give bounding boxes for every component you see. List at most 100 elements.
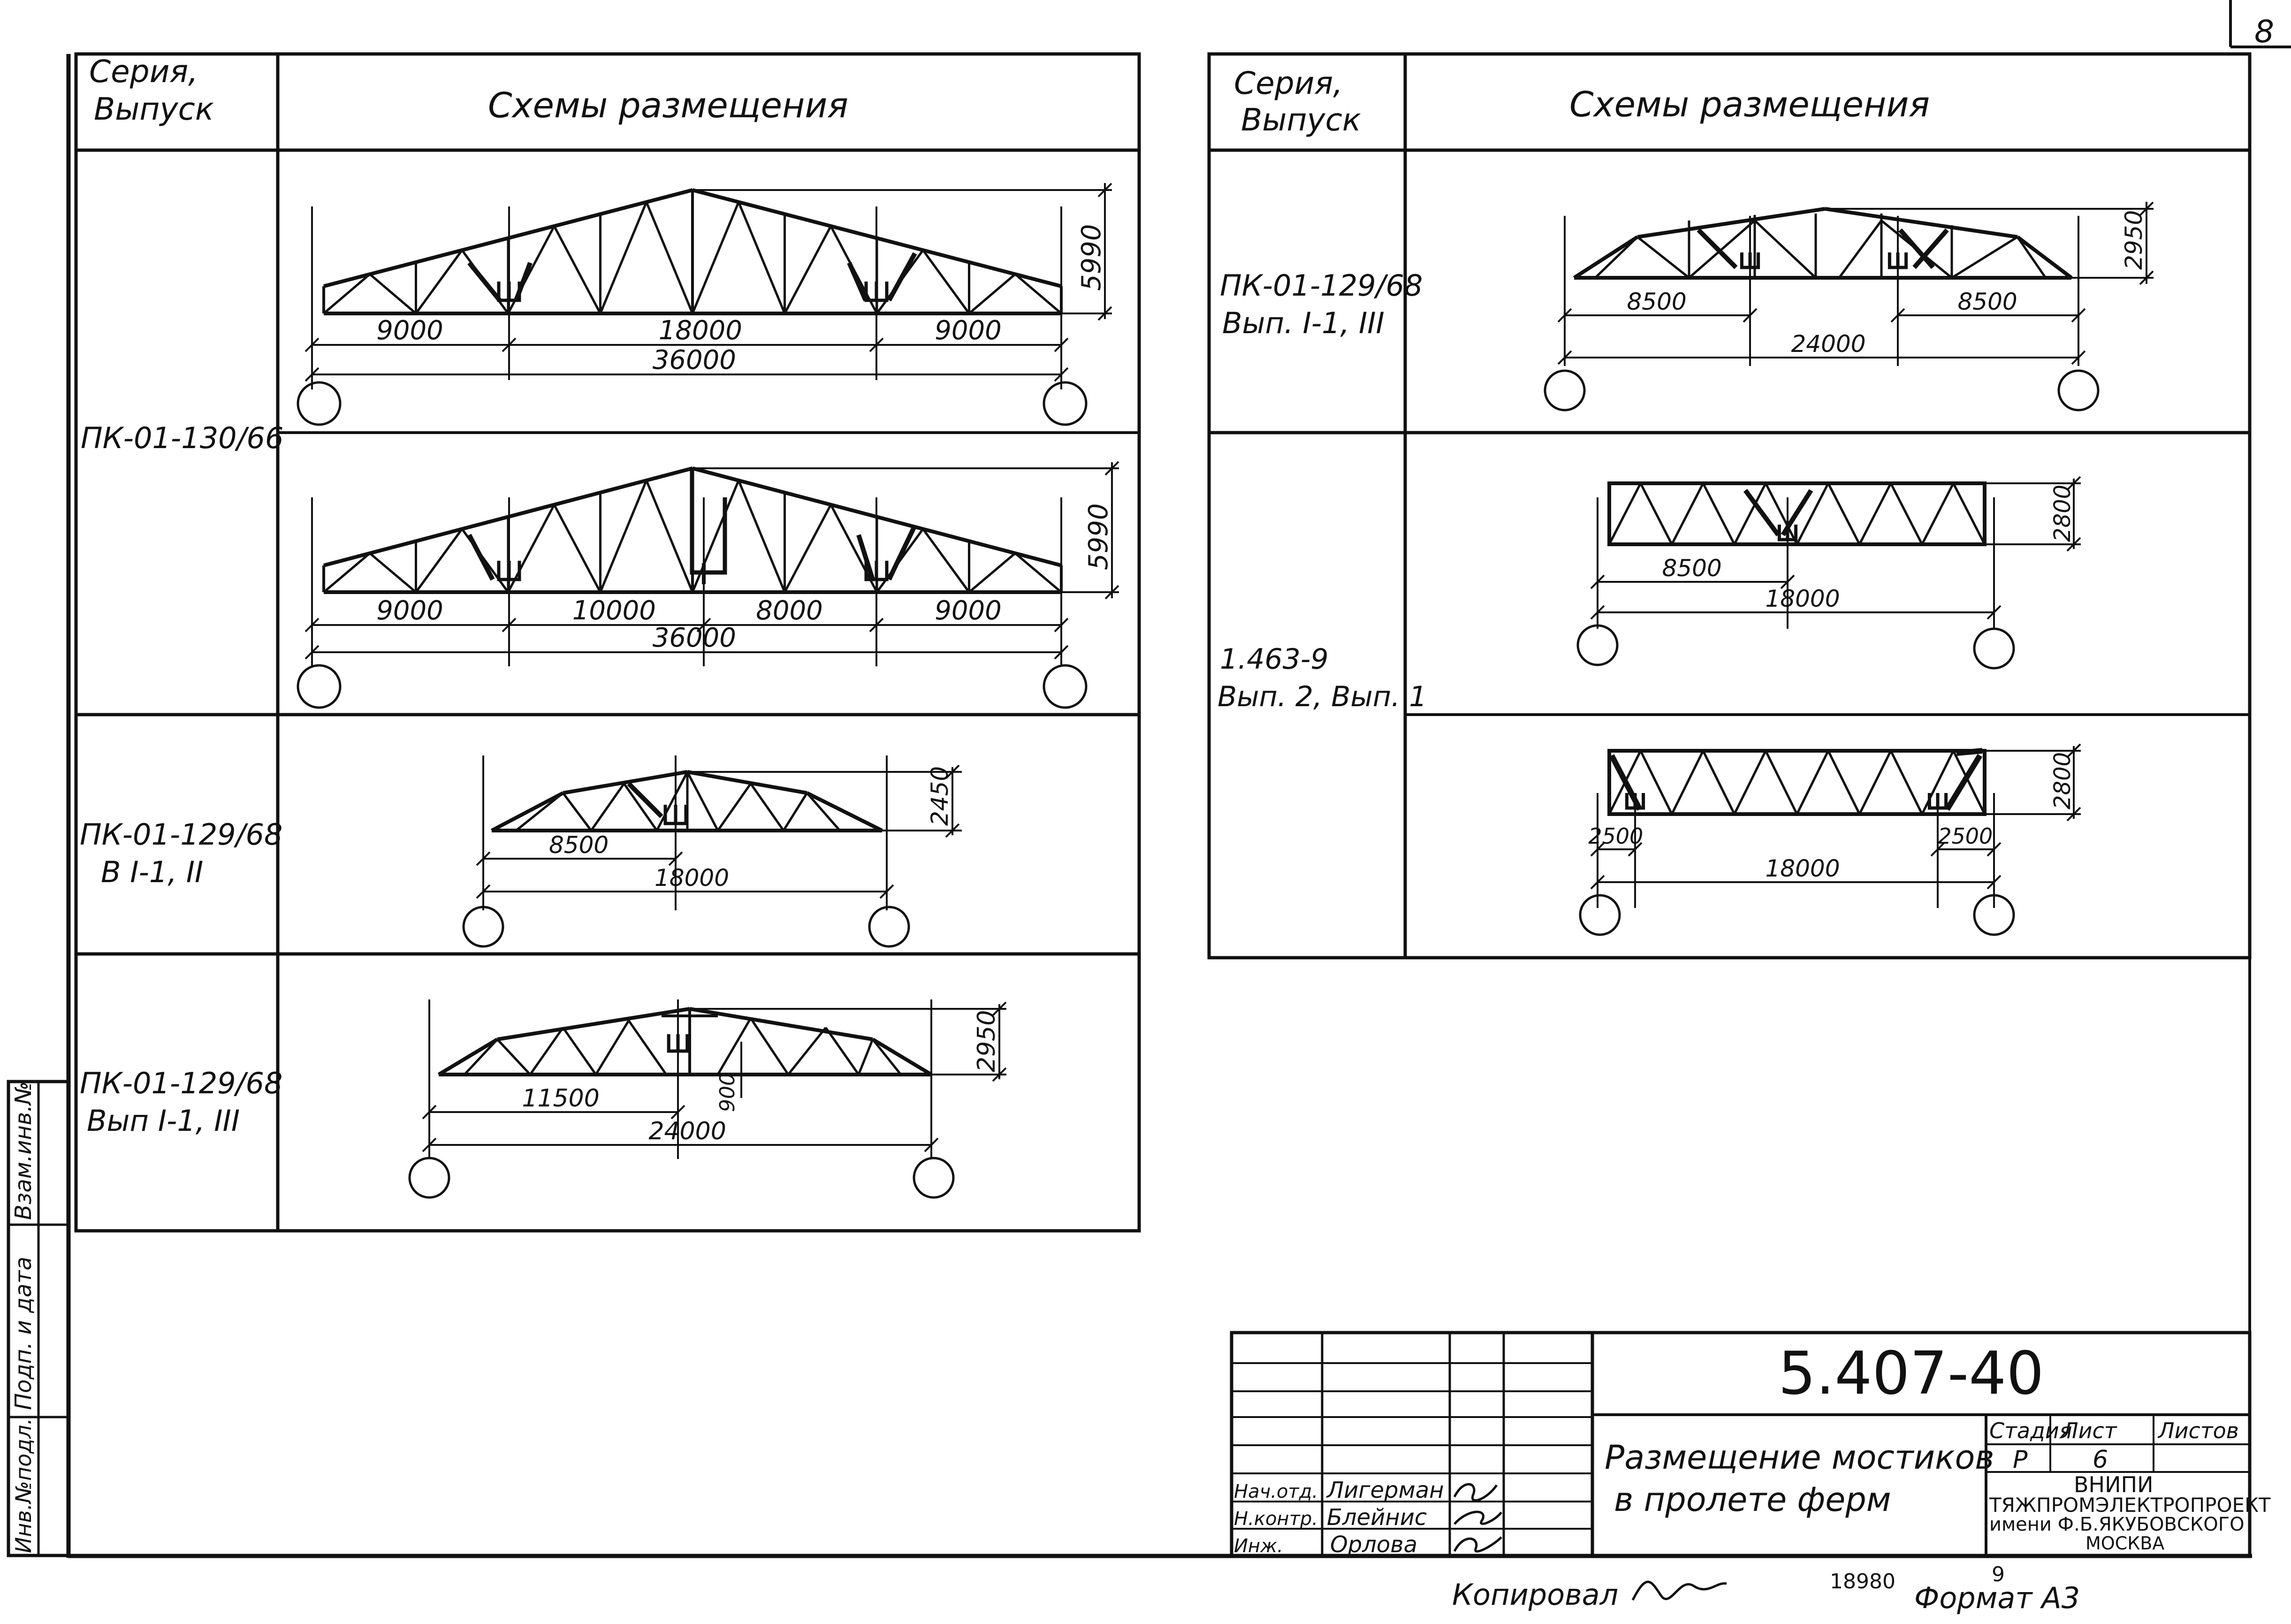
dimension-tick xyxy=(670,1105,685,1120)
truss-diagonal xyxy=(922,249,970,314)
truss-diagonal xyxy=(968,552,1016,593)
top-chord xyxy=(689,1007,873,1041)
truss-diagonal xyxy=(1827,482,1861,545)
stage-value: Р xyxy=(2013,1446,2028,1474)
center-walkway xyxy=(690,469,727,575)
truss-diagonal xyxy=(464,1038,498,1075)
bridge-diagonal xyxy=(1898,228,1935,269)
dimension-label: 2500 xyxy=(1938,823,1993,849)
series-label-row1: ПК-01-130/66 xyxy=(81,421,283,455)
truss-diagonal xyxy=(806,792,841,831)
dimension-tick xyxy=(1590,875,1605,890)
dimension-label: 8500 xyxy=(1662,555,1722,582)
dimension-tick xyxy=(1054,367,1069,382)
dimension-tick xyxy=(1104,461,1119,476)
dimension-label: 9000 xyxy=(935,315,1002,346)
dimension-label: 18000 xyxy=(1766,585,1840,612)
dimension-tick xyxy=(945,764,960,779)
right-table xyxy=(1207,52,2252,960)
truss-diagonal xyxy=(1014,273,1062,314)
truss-diagonal xyxy=(1796,750,1829,815)
truss-diagonal xyxy=(1796,482,1829,545)
truss-diagonal xyxy=(1639,750,1673,815)
top-chord xyxy=(563,770,688,795)
dimension-label: 9000 xyxy=(935,595,1002,626)
dimension-tick xyxy=(2066,476,2081,491)
dimension-tick xyxy=(1590,842,1605,857)
top-chord xyxy=(2016,235,2073,280)
dimension-tick xyxy=(1054,618,1069,633)
name-head-dept: Лигерман xyxy=(1326,1477,1444,1503)
header-stage: Стадия xyxy=(1989,1418,2072,1443)
truss-diagonal xyxy=(1889,482,1923,545)
dimension-tick xyxy=(1557,350,1572,365)
org-line-4: МОСКВА xyxy=(2085,1533,2164,1554)
dimension-tick xyxy=(2139,201,2154,216)
truss-diagonal xyxy=(415,249,463,314)
series-row2-l1: ПК-01-129/68 xyxy=(80,817,282,852)
top-chord xyxy=(437,1037,499,1076)
height-label: 2950 xyxy=(973,1010,1001,1072)
truss-diagonal xyxy=(1639,482,1673,545)
truss-diagonal xyxy=(590,783,625,831)
truss-diagonal xyxy=(1702,750,1735,815)
truss-diagonal xyxy=(749,1017,790,1075)
top-chord xyxy=(806,791,883,832)
dimension-tick xyxy=(1097,306,1112,321)
bridge-diagonal xyxy=(1956,748,1983,756)
dimension-label: 24000 xyxy=(1791,330,1866,358)
truss-diagonal xyxy=(872,1038,902,1075)
series-label-row3: ПК-01-129/68 Вып I-1, III xyxy=(80,1066,292,1138)
dimension-tick xyxy=(2071,350,2086,365)
dimension-tick xyxy=(2071,308,2086,323)
truss-diagonal xyxy=(594,1020,630,1075)
truss-diagonal xyxy=(627,1020,668,1075)
truss-diagonal xyxy=(645,480,694,593)
dimension-tick xyxy=(879,884,894,899)
truss-diagonal xyxy=(623,783,658,831)
column-axis-left xyxy=(297,381,342,426)
dimension-tick xyxy=(2066,537,2081,552)
dimension-tick xyxy=(1743,308,1758,323)
truss-diagonal xyxy=(369,273,417,314)
truss-diagonal xyxy=(553,225,601,314)
truss-diagonal xyxy=(1702,482,1735,545)
column-axis-left xyxy=(462,906,504,948)
left-schemes-header: Схемы размещения xyxy=(488,85,848,126)
bridge-diagonal xyxy=(514,262,533,301)
dimension-tick xyxy=(476,884,491,899)
dimension-tick xyxy=(1590,574,1605,589)
sheet-value: 6 xyxy=(2093,1446,2108,1474)
bridge-diagonal xyxy=(1912,228,1949,269)
bridge-diagonal xyxy=(856,534,875,580)
dimension-tick xyxy=(1097,183,1112,198)
right-series-header: Серия, Выпуск xyxy=(1234,65,1361,138)
dimension-tick xyxy=(502,337,517,352)
dimension-tick xyxy=(992,1001,1007,1016)
top-chord xyxy=(871,1037,933,1076)
dimension-tick xyxy=(1987,842,2002,857)
dimension-label: 11500 xyxy=(522,1084,599,1113)
dimension-label: 24000 xyxy=(648,1117,726,1145)
truss-diagonal xyxy=(1951,236,2018,279)
truss-diagonal xyxy=(824,1027,860,1075)
bridge-diagonal xyxy=(1944,754,1983,811)
dimension-tick xyxy=(1890,308,1905,323)
truss-diagonal xyxy=(1733,750,1767,815)
column-axis-left xyxy=(1544,369,1586,412)
bridge-diagonal xyxy=(847,261,868,302)
truss-diagonal xyxy=(415,528,463,593)
left-series-header-l1: Серия, xyxy=(89,53,198,90)
bridge-diagonal xyxy=(887,524,917,581)
title-line-2: в пролете ферм xyxy=(1614,1480,1891,1519)
right-schemes-header: Схемы размещения xyxy=(1569,84,1930,125)
truss-diagonal xyxy=(1765,750,1798,815)
truss-diagonal xyxy=(830,504,878,593)
truss-diagonal xyxy=(1765,482,1798,545)
dimension-tick xyxy=(1054,337,1069,352)
dimension-tick xyxy=(1557,308,1572,323)
truss-diagonal xyxy=(529,1027,564,1075)
